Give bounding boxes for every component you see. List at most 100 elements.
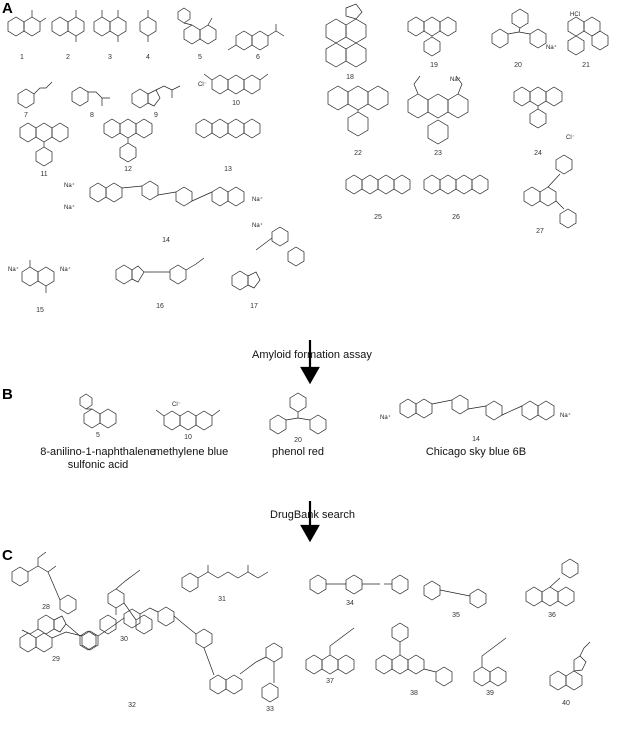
structure-15 bbox=[21, 260, 55, 293]
structure-2 bbox=[51, 10, 85, 42]
compound-number-20: 20 bbox=[514, 62, 522, 69]
structure-30 bbox=[99, 569, 153, 635]
compound-number-30: 30 bbox=[120, 636, 128, 643]
compound-number-13: 13 bbox=[224, 166, 232, 173]
structure-33 bbox=[239, 642, 283, 703]
compound-number-25: 25 bbox=[374, 214, 382, 221]
arrow-2-head bbox=[300, 524, 320, 543]
structure-35 bbox=[423, 580, 487, 609]
chloride-label-b-10: Cl⁻ bbox=[172, 402, 181, 408]
compound-number-b-20: 20 bbox=[294, 437, 302, 444]
arrow-1-head bbox=[300, 366, 320, 385]
panel-label-c: C bbox=[2, 547, 13, 564]
structure-19 bbox=[407, 16, 457, 57]
compound-number-32: 32 bbox=[128, 702, 136, 709]
compound-number-38: 38 bbox=[410, 690, 418, 697]
compound-number-b-14: 14 bbox=[472, 436, 480, 443]
structure-b-5 bbox=[79, 393, 117, 429]
compound-number-27: 27 bbox=[536, 228, 544, 235]
structure-31 bbox=[181, 565, 269, 593]
compound-number-16: 16 bbox=[156, 303, 164, 310]
compound-number-34: 34 bbox=[346, 600, 354, 607]
compound-number-6: 6 bbox=[256, 54, 260, 61]
structure-27 bbox=[523, 154, 577, 229]
compound-number-18: 18 bbox=[346, 74, 354, 81]
compound-number-24: 24 bbox=[534, 150, 542, 157]
sodium-label-14d: Na⁺ bbox=[252, 223, 263, 229]
structure-5 bbox=[177, 7, 217, 45]
structure-24 bbox=[513, 86, 563, 129]
compound-name-methylene-blue: methylene blue bbox=[153, 446, 229, 458]
structure-16 bbox=[115, 257, 205, 285]
compound-number-40: 40 bbox=[562, 700, 570, 707]
structure-21 bbox=[567, 16, 609, 56]
sodium-label-14c: Na⁺ bbox=[252, 197, 263, 203]
structure-7 bbox=[17, 81, 53, 109]
step-label-assay: Amyloid formation assay bbox=[252, 349, 372, 361]
structure-b-14 bbox=[399, 394, 555, 421]
compound-number-12: 12 bbox=[124, 166, 132, 173]
compound-number-4: 4 bbox=[146, 54, 150, 61]
structure-14 bbox=[89, 180, 245, 207]
structure-3 bbox=[93, 10, 127, 42]
structure-39 bbox=[473, 637, 507, 687]
structure-29 bbox=[21, 614, 97, 651]
structure-32 bbox=[19, 606, 243, 695]
structure-38 bbox=[375, 622, 453, 687]
structure-26 bbox=[423, 174, 489, 195]
compound-number-14: 14 bbox=[162, 237, 170, 244]
compound-number-29: 29 bbox=[52, 656, 60, 663]
compound-number-33: 33 bbox=[266, 706, 274, 713]
sodium-label-14b: Na⁺ bbox=[64, 205, 75, 211]
compound-number-36: 36 bbox=[548, 612, 556, 619]
compound-number-10: 10 bbox=[232, 100, 240, 107]
compound-number-7: 7 bbox=[24, 112, 28, 119]
panel-label-b: B bbox=[2, 386, 13, 403]
compound-number-b-5: 5 bbox=[96, 432, 100, 439]
structure-6 bbox=[227, 24, 285, 51]
compound-number-23: 23 bbox=[434, 150, 442, 157]
step-label-search: DrugBank search bbox=[270, 509, 355, 521]
compound-number-17: 17 bbox=[250, 303, 258, 310]
compound-number-37: 37 bbox=[326, 678, 334, 685]
structure-11 bbox=[19, 122, 69, 167]
structure-22 bbox=[327, 85, 389, 137]
structure-8 bbox=[71, 86, 110, 107]
compound-number-5: 5 bbox=[198, 54, 202, 61]
compound-number-2: 2 bbox=[66, 54, 70, 61]
compound-number-3: 3 bbox=[108, 54, 112, 61]
sodium-label-b-14a: Na⁺ bbox=[380, 415, 391, 421]
structure-4 bbox=[139, 10, 157, 42]
panel-label-a: A bbox=[2, 0, 13, 17]
structure-28 bbox=[11, 551, 77, 615]
compound-name-ans: 8-anilino-1-naphthalene sulfonic acid bbox=[28, 446, 168, 472]
compound-number-22: 22 bbox=[354, 150, 362, 157]
compound-name-ans-line1: 8-anilino-1-naphthalene bbox=[40, 446, 156, 458]
compound-number-1: 1 bbox=[20, 54, 24, 61]
compound-number-21: 21 bbox=[582, 62, 590, 69]
sodium-label-15b: Na⁺ bbox=[60, 267, 71, 273]
structure-25 bbox=[345, 174, 411, 195]
structure-17 bbox=[231, 226, 305, 291]
structure-9 bbox=[131, 85, 181, 109]
structure-13 bbox=[195, 118, 261, 139]
structure-40 bbox=[549, 641, 591, 691]
compound-number-15: 15 bbox=[36, 307, 44, 314]
compound-number-8: 8 bbox=[90, 112, 94, 119]
sodium-label-b-14b: Na⁺ bbox=[560, 413, 571, 419]
sodium-label-14a: Na⁺ bbox=[64, 183, 75, 189]
structure-37 bbox=[305, 627, 355, 675]
sodium-label-20: Na⁺ bbox=[546, 45, 557, 51]
compound-number-26: 26 bbox=[452, 214, 460, 221]
chloride-label-24: Cl⁻ bbox=[566, 135, 575, 141]
compound-number-19: 19 bbox=[430, 62, 438, 69]
sodium-label-15a: Na⁺ bbox=[8, 267, 19, 273]
sodium-label-23: Na⁺ bbox=[450, 77, 461, 83]
structure-34 bbox=[309, 574, 409, 595]
hcl-label-21: HCl bbox=[570, 12, 580, 18]
compound-number-9: 9 bbox=[154, 112, 158, 119]
structure-10 bbox=[203, 73, 269, 95]
structure-18 bbox=[325, 3, 367, 68]
structure-1 bbox=[7, 10, 47, 37]
